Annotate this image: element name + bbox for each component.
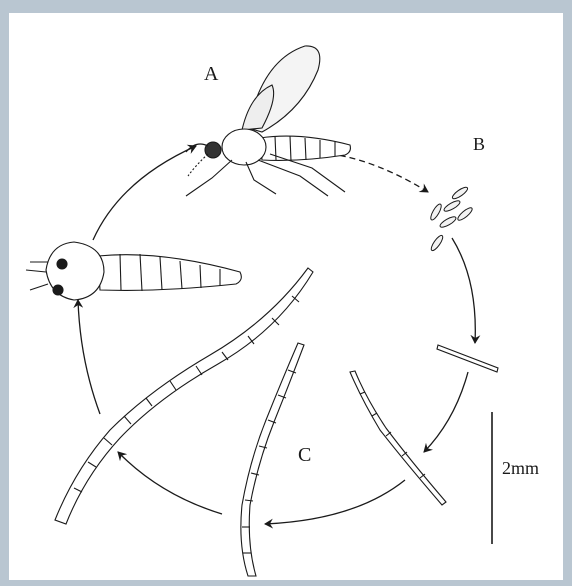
larva-first-instar [437,345,498,372]
eggs-illustration [429,185,474,252]
arrow-larva4-to-pupa [78,300,100,414]
stage-c-label: C [298,444,311,466]
arrow-larva3-to-larva4 [118,452,222,514]
arrow-pupa-to-adult [93,146,196,240]
arrow-eggs-to-larva1 [452,238,475,343]
larva-third-instar [241,343,304,576]
arrow-larva2-to-larva3 [265,480,405,524]
arrow-larva1-to-larva2 [424,372,468,452]
stage-a-label: A [204,63,219,85]
pupa-illustration [26,242,241,300]
stage-b-label: B [473,134,485,154]
scale-bar-label: 2mm [502,458,539,478]
